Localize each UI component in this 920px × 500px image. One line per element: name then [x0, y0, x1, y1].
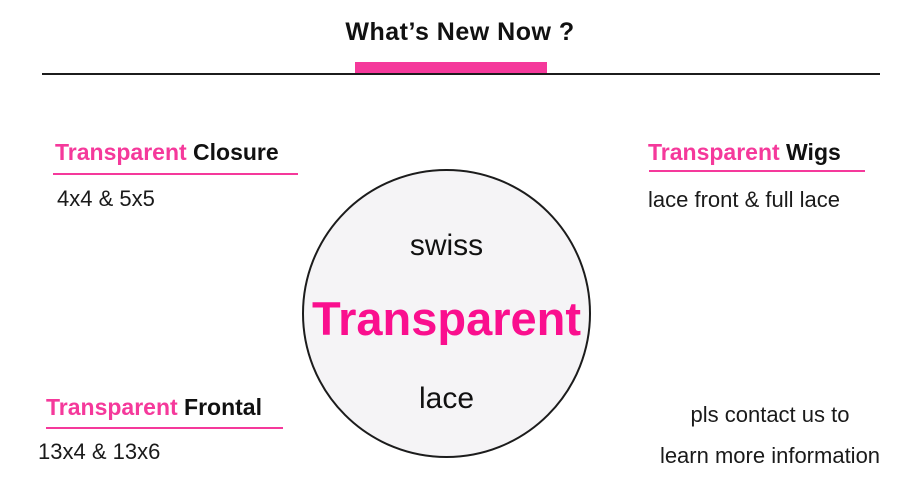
- divider-line: [42, 73, 880, 75]
- contact-note: pls contact us to learn more information: [620, 394, 920, 476]
- frontal-detail: 13x4 & 13x6: [38, 439, 161, 464]
- wigs-underline: [649, 170, 865, 172]
- contact-note-line2: learn more information: [659, 443, 881, 468]
- circle-word-transparent: Transparent: [311, 292, 582, 345]
- closure-section-heading: Transparent Closure: [55, 139, 279, 166]
- wigs-heading-highlight: Transparent: [648, 139, 780, 165]
- closure-detail: 4x4 & 5x5: [57, 186, 155, 211]
- frontal-section-heading: Transparent Frontal: [46, 394, 262, 421]
- frontal-heading-rest: Frontal: [184, 394, 262, 420]
- closure-heading-rest: Closure: [193, 139, 279, 165]
- wigs-heading-rest: Wigs: [786, 139, 841, 165]
- frontal-heading-highlight: Transparent: [46, 394, 178, 420]
- circle-word-lace: lace: [418, 382, 475, 415]
- circle-word-swiss: swiss: [409, 229, 484, 262]
- page-title: What’s New Now ?: [345, 18, 575, 46]
- closure-underline: [53, 173, 298, 175]
- closure-heading-highlight: Transparent: [55, 139, 187, 165]
- contact-note-line1: pls contact us to: [690, 402, 850, 427]
- wigs-section-heading: Transparent Wigs: [648, 139, 841, 166]
- transparent-lace-circle: swiss Transparent lace: [302, 169, 591, 458]
- wigs-detail: lace front & full lace: [648, 187, 840, 212]
- title-accent-bar: [355, 62, 547, 73]
- frontal-underline: [46, 427, 283, 429]
